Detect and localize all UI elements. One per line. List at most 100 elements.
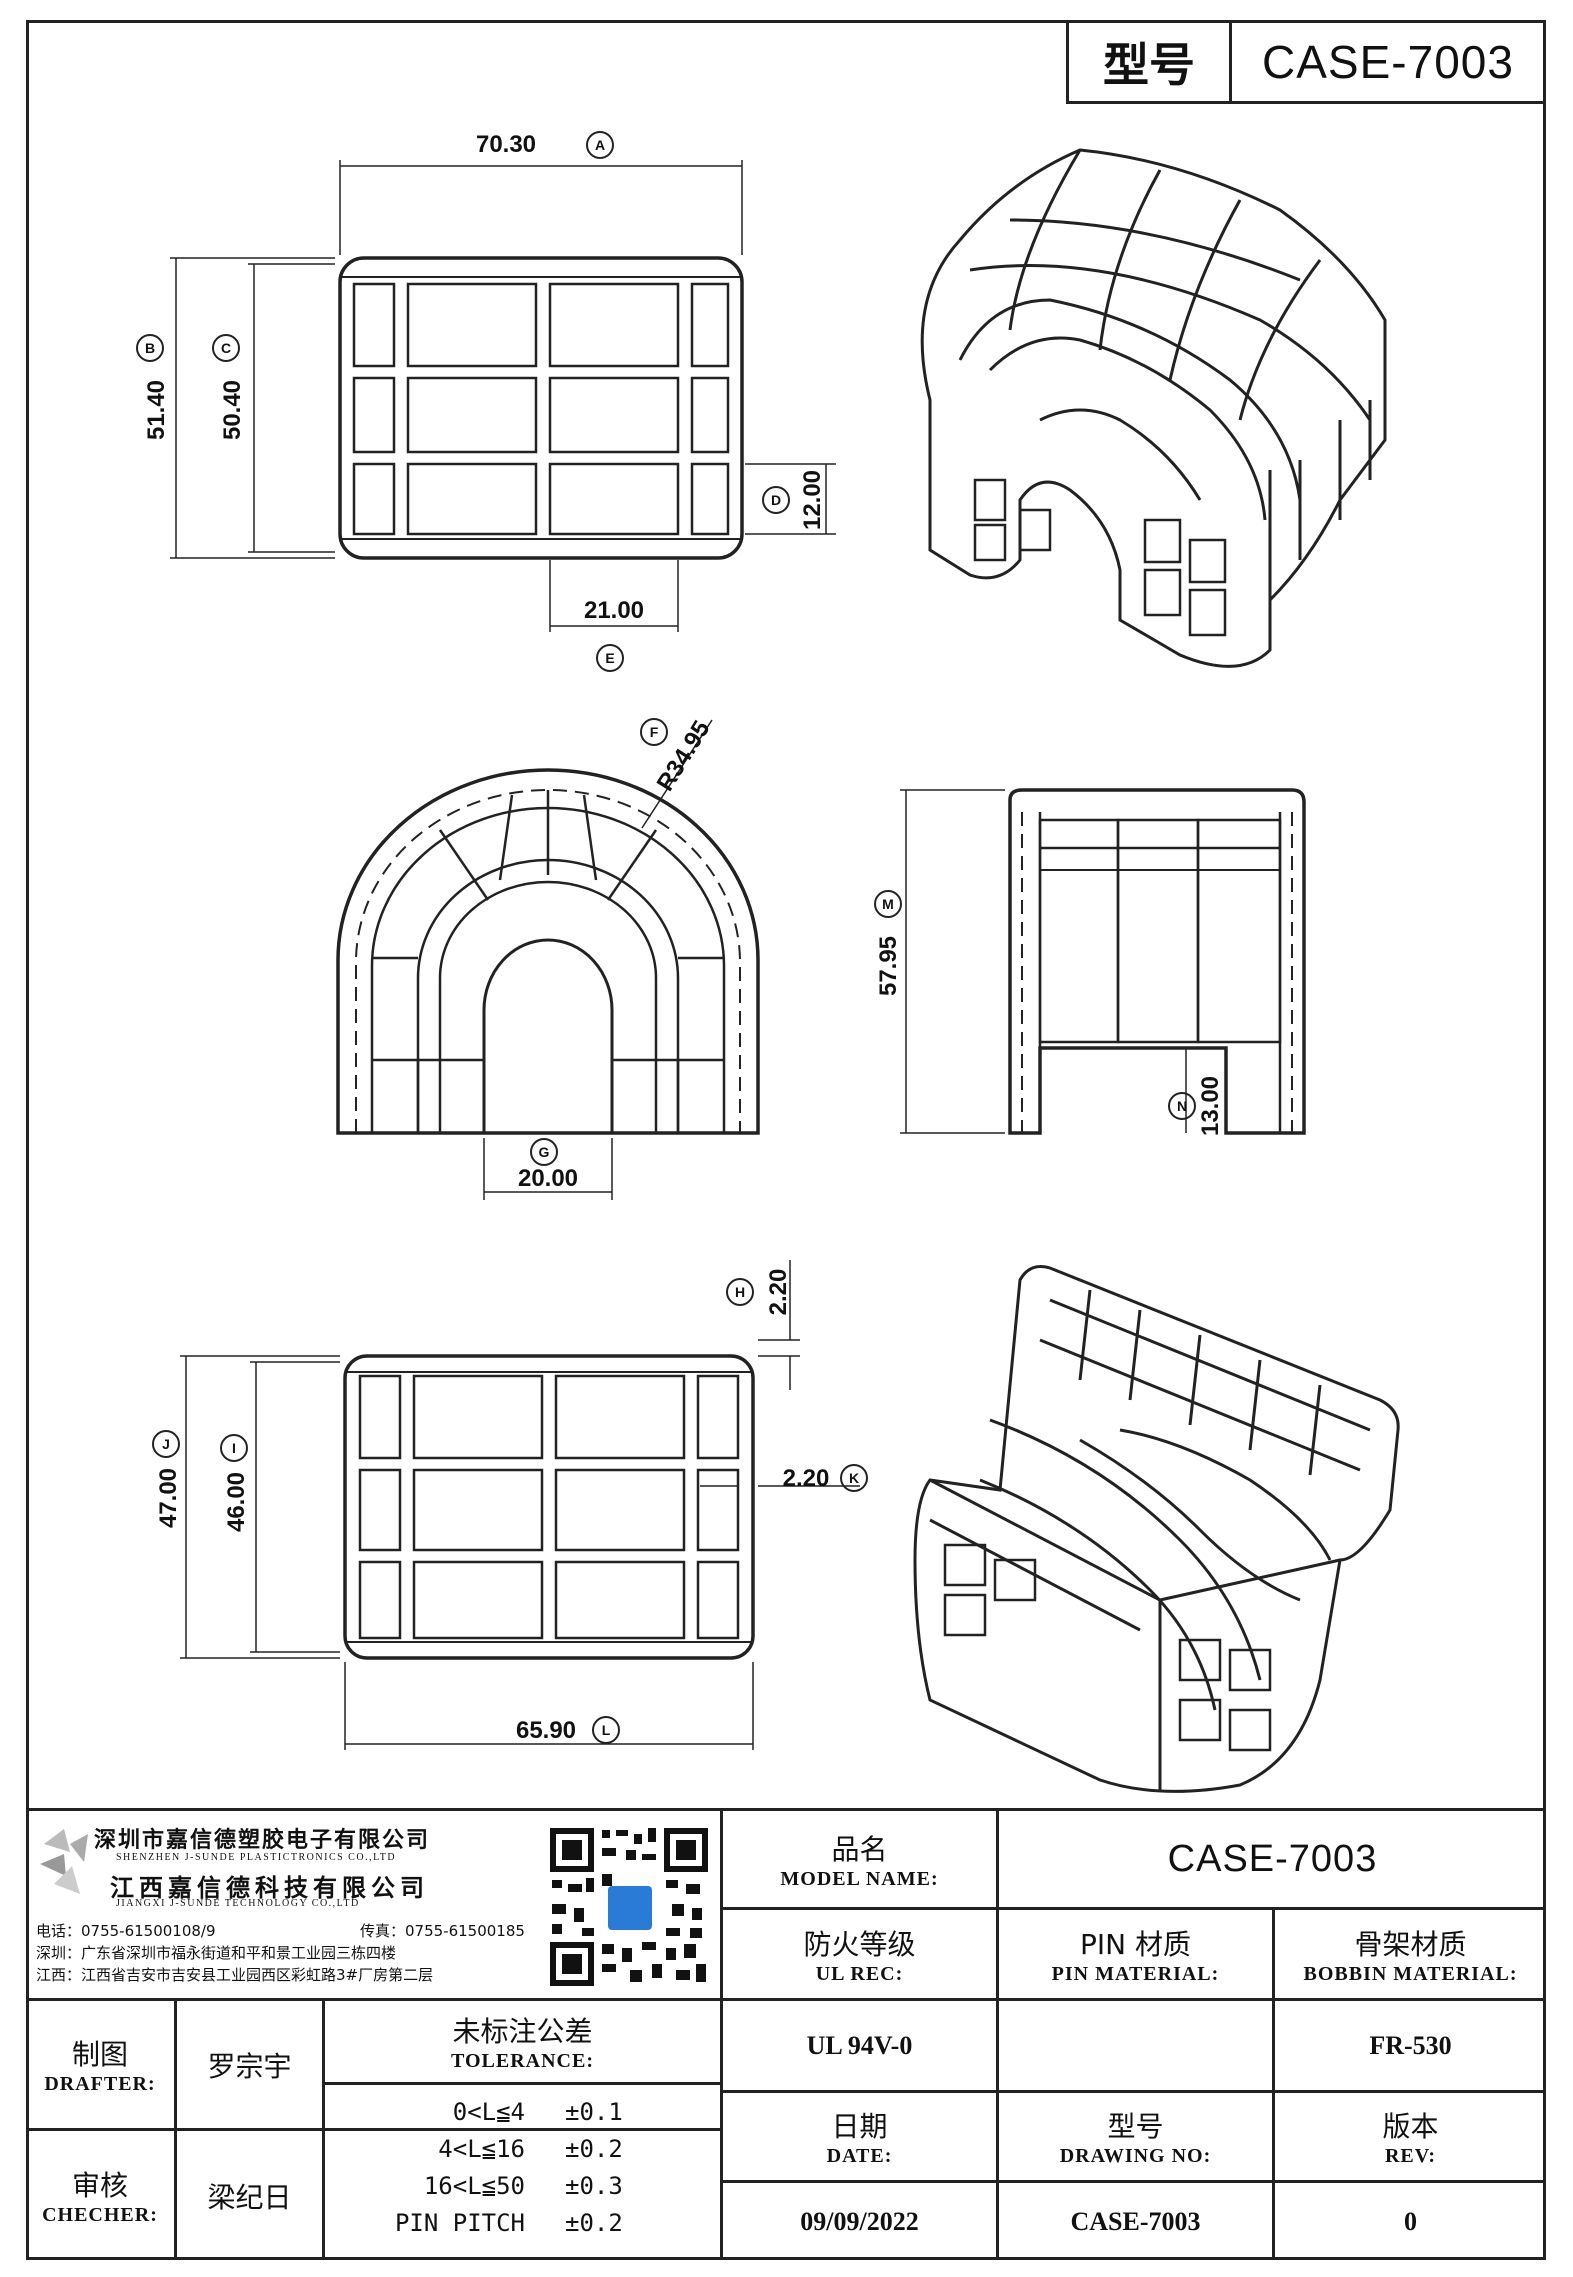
dim-h-ref: H <box>735 1284 745 1300</box>
drafter-en: DRAFTER: <box>44 2073 156 2095</box>
dim-g-ref: G <box>539 1144 550 1160</box>
pin-material-cn: PIN 材质 <box>1080 1927 1191 1961</box>
dim-c-ref: C <box>221 340 231 356</box>
title-block: 深圳市嘉信德塑胶电子有限公司 SHENZHEN J-SUNDE PLASTICT… <box>26 1808 1546 2260</box>
bobbin-material-cn: 骨架材质 <box>1354 1927 1467 1961</box>
pin-label-cell: PIN 材质 PIN MATERIAL: <box>999 1910 1272 1998</box>
dim-m-ref: M <box>882 896 894 912</box>
company-address-sz: 深圳：广东省深圳市福永街道和平和景工业园三栋四楼 <box>36 1944 397 1962</box>
tolerance-value: ±0.3 <box>565 2172 623 2200</box>
tolerance-value: ±0.2 <box>565 2135 623 2163</box>
header-model-box: 型号 CASE-7003 <box>1066 22 1544 104</box>
dim-j-ref: J <box>162 1436 170 1452</box>
isometric-view-bottom <box>913 1265 1400 1793</box>
checker-label-cell: 审核 CHECHER: <box>26 2131 174 2260</box>
front-view <box>336 719 760 1200</box>
drafter-cn: 制图 <box>71 2038 128 2071</box>
drafter-value-cell: 罗宗宇 <box>177 2001 322 2128</box>
checker-en: CHECHER: <box>42 2204 158 2226</box>
dim-l-ref: L <box>602 1722 611 1738</box>
bottom-view <box>180 1260 860 1750</box>
ul-value-cell: UL 94V-0 <box>723 2001 996 2090</box>
dim-m-value: 57.95 <box>875 936 902 996</box>
company-name-sz-en: SHENZHEN J-SUNDE PLASTICTRONICS CO.,LTD <box>116 1852 397 1863</box>
rev-en: REV: <box>1384 2145 1437 2167</box>
model-name-label-cell: 品名 MODEL NAME: <box>723 1811 996 1907</box>
qr-code <box>546 1824 712 1990</box>
drawing-sheet <box>26 20 1546 2260</box>
bobbin-material-value: FR-530 <box>1369 2030 1452 2060</box>
dim-b-value: 51.40 <box>143 380 170 440</box>
model-name-value: CASE-7003 <box>1167 1837 1378 1880</box>
company-name-jx-en: JIANGXI J-SUNDE TECHNOLOGY CO.,LTD <box>116 1898 360 1909</box>
drawing-no-cn: 型号 <box>1107 2110 1164 2143</box>
dim-i-ref: I <box>232 1440 236 1456</box>
tolerance-value: ±0.1 <box>565 2098 623 2126</box>
tolerance-en: TOLERANCE: <box>451 2050 594 2072</box>
dim-i-value: 46.00 <box>223 1472 250 1532</box>
dim-e-ref: E <box>605 650 614 666</box>
tolerance-cn: 未标注公差 <box>452 2015 593 2048</box>
ul-rec-en: UL REC: <box>815 1962 904 1985</box>
dim-c-value: 50.40 <box>219 380 246 440</box>
tolerance-table: 0<L≦4 ±0.1 4<L≦16 ±0.2 16<L≦50 ±0.3 PIN … <box>325 2094 720 2254</box>
rev-value: 0 <box>1404 2206 1417 2236</box>
pin-material-en: PIN MATERIAL: <box>1051 1962 1220 1985</box>
dim-f-ref: F <box>650 724 659 740</box>
top-view <box>170 160 836 632</box>
dim-d-value: 12.00 <box>799 470 826 530</box>
date-value-cell: 09/09/2022 <box>723 2183 996 2260</box>
model-name-en: MODEL NAME: <box>780 1867 939 1890</box>
dim-k-ref: K <box>849 1470 859 1486</box>
dim-j-value: 47.00 <box>155 1468 182 1528</box>
rev-label-cell: 版本 REV: <box>1275 2093 1546 2180</box>
ul-rec-cn: 防火等级 <box>803 1927 916 1961</box>
company-phone: 电话：0755-61500108/9 <box>36 1922 216 1940</box>
company-name-sz: 深圳市嘉信德塑胶电子有限公司 <box>94 1828 431 1853</box>
company-fax: 传真：0755-61500185 <box>360 1922 525 1940</box>
date-en: DATE: <box>826 2145 893 2167</box>
tolerance-row: 4<L≦16 ±0.2 <box>325 2131 720 2168</box>
date-value: 09/09/2022 <box>800 2206 919 2236</box>
company-logo <box>40 1829 88 1894</box>
company-address-jx: 江西：江西省吉安市吉安县工业园西区彩虹路3#厂房第二层 <box>36 1966 434 1984</box>
date-cn: 日期 <box>831 2110 888 2143</box>
checker-value-cell: 梁纪日 <box>177 2131 322 2260</box>
model-name-value-cell: CASE-7003 <box>999 1811 1546 1907</box>
side-view <box>900 788 1306 1135</box>
drawing-no-value: CASE-7003 <box>1070 2206 1201 2236</box>
dim-g-value: 20.00 <box>518 1165 578 1192</box>
rev-value-cell: 0 <box>1275 2183 1546 2260</box>
drafter-value: 罗宗宇 <box>207 2049 292 2083</box>
isometric-view-top <box>920 148 1387 668</box>
tolerance-value: ±0.2 <box>565 2209 623 2237</box>
technical-drawing: 70.30 A 51.40 B 50.40 C 12.00 D 21.00 E … <box>136 131 1400 1793</box>
bobbin-label-cell: 骨架材质 BOBBIN MATERIAL: <box>1275 1910 1546 1998</box>
dim-b-ref: B <box>145 340 155 356</box>
dim-a-ref: A <box>595 137 605 153</box>
model-name-cn: 品名 <box>831 1832 888 1866</box>
tolerance-range: 0<L≦4 <box>452 2098 525 2126</box>
ul-label-cell: 防火等级 UL REC: <box>723 1910 996 1998</box>
bobbin-value-cell: FR-530 <box>1275 2001 1546 2090</box>
drafter-label-cell: 制图 DRAFTER: <box>26 2001 174 2128</box>
dim-h-value: 2.20 <box>765 1269 792 1316</box>
dim-e-value: 21.00 <box>584 597 644 624</box>
dim-l-value: 65.90 <box>516 1717 576 1744</box>
drawing-no-en: DRAWING NO: <box>1059 2145 1212 2167</box>
drawing-no-label-cell: 型号 DRAWING NO: <box>999 2093 1272 2180</box>
dim-d-ref: D <box>771 492 781 508</box>
header-model-label: 型号 <box>1069 22 1232 101</box>
tolerance-row: 16<L≦50 ±0.3 <box>325 2168 720 2205</box>
checker-cn: 审核 <box>71 2169 128 2202</box>
header-model-number: CASE-7003 <box>1262 35 1514 88</box>
tolerance-row: PIN PITCH ±0.2 <box>325 2205 720 2242</box>
company-name-jx: 江西嘉信德科技有限公司 <box>110 1874 429 1902</box>
tolerance-row: 0<L≦4 ±0.1 <box>325 2094 720 2131</box>
bobbin-material-en: BOBBIN MATERIAL: <box>1303 1962 1518 1985</box>
dim-f-value: R34.95 <box>652 716 716 796</box>
dim-n-ref: N <box>1177 1098 1187 1114</box>
date-label-cell: 日期 DATE: <box>723 2093 996 2180</box>
pin-value-cell <box>999 2001 1272 2090</box>
ul-rec-value: UL 94V-0 <box>806 2030 913 2060</box>
